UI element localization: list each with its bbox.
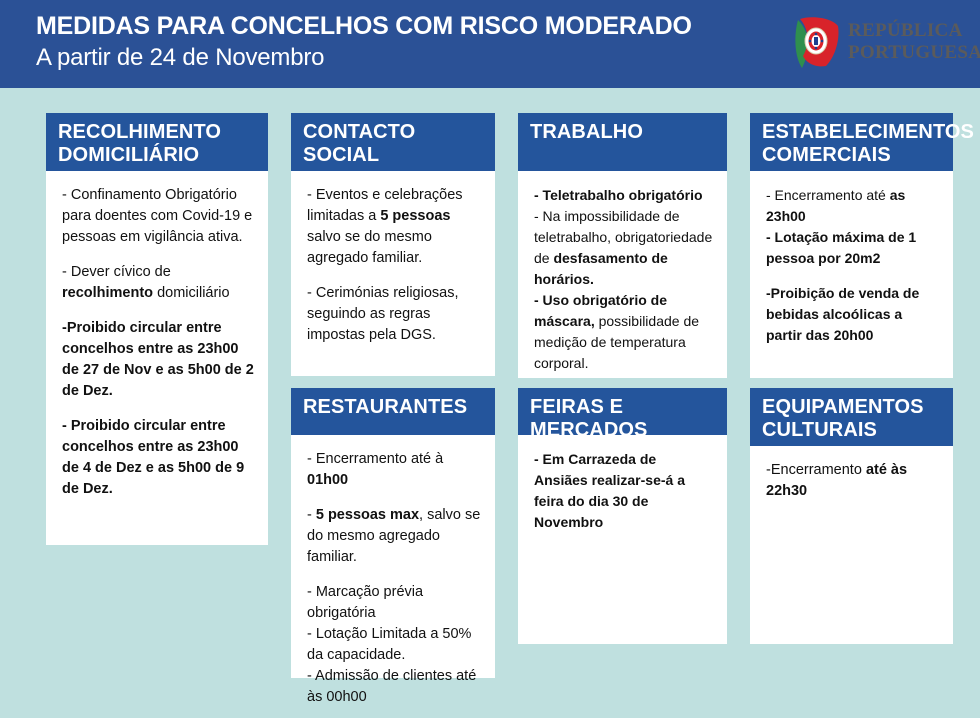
page-subtitle: A partir de 24 de Novembro	[36, 44, 325, 71]
card-equipamentos-culturais: EQUIPAMENTOS CULTURAIS -Encerramento até…	[750, 388, 953, 644]
card-contacto-title-line2: SOCIAL	[303, 144, 380, 166]
page-title: MEDIDAS PARA CONCELHOS COM RISCO MODERAD…	[36, 12, 692, 40]
contacto-item-2: - Cerimónias religiosas, seguindo as reg…	[307, 285, 459, 343]
recolhimento-item-2-a: - Dever cívico de	[62, 264, 171, 280]
restaurantes-item-3: - Marcação prévia obrigatória	[307, 584, 424, 621]
estabelecimentos-item-2-text: - Lotação máxima de 1 pessoa por 20m2	[766, 229, 917, 266]
feiras-item-1-text: - Em Carrazeda de Ansiães realizar-se-á …	[534, 451, 685, 530]
restaurantes-item-2: - 5 pessoas max, salvo se do mesmo agreg…	[307, 505, 481, 568]
contacto-item-1-a: - Eventos e celebrações limitadas a	[307, 187, 463, 224]
card-estabelecimentos-comerciais: ESTABELECIMENTOS COMERCIAIS - Encerramen…	[750, 113, 974, 378]
estabelecimentos-item-1: - Encerramento até as 23h00	[766, 185, 939, 227]
estabelecimentos-item-1-a: - Encerramento até	[766, 187, 890, 203]
recolhimento-item-3: -Proibido circular entre concelhos entre…	[62, 318, 254, 402]
contacto-item-1: - Eventos e celebrações limitadas a 5 pe…	[307, 185, 481, 269]
recolhimento-item-3-text: -Proibido circular entre concelhos entre…	[62, 320, 254, 399]
trabalho-item-1-text: - Teletrabalho obrigatório	[534, 187, 703, 203]
trabalho-item-2: - Na impossibilidade de teletrabalho, ob…	[534, 206, 713, 290]
page-header-banner: MEDIDAS PARA CONCELHOS COM RISCO MODERAD…	[0, 0, 980, 88]
recolhimento-item-2: - Dever cívico de recolhimento domiciliá…	[62, 262, 254, 304]
trabalho-item-3-a: - Uso obrigatório de máscara,	[534, 292, 667, 329]
card-recolhimento-title-line1: RECOLHIMENTO	[58, 121, 222, 143]
card-recolhimento-body: - Confinamento Obrigatório para doentes …	[46, 171, 268, 510]
card-estabelecimentos-title-line1: ESTABELECIMENTOS	[762, 121, 974, 143]
republica-portuguesa-logo: REPÚBLICA PORTUGUESA	[792, 14, 980, 74]
card-equipamentos-title-line1: EQUIPAMENTOS	[762, 396, 924, 418]
card-contacto-header: CONTACTO SOCIAL	[291, 113, 495, 171]
card-feiras-e-mercados: FEIRAS E MERCADOS - Em Carrazeda de Ansi…	[518, 388, 727, 644]
trabalho-item-2-b: desfasamento de horários.	[534, 250, 668, 287]
card-equipamentos-title-line2: CULTURAIS	[762, 419, 877, 441]
restaurantes-item-1-b: 01h00	[307, 472, 349, 488]
card-restaurantes-body: - Encerramento até à 01h00 - 5 pessoas m…	[291, 435, 495, 718]
card-restaurantes-header: RESTAURANTES	[291, 388, 495, 435]
recolhimento-item-4-text: - Proibido circular entre concelhos entr…	[62, 418, 245, 497]
recolhimento-item-1: - Confinamento Obrigatório para doentes …	[62, 187, 253, 245]
card-estabelecimentos-header: ESTABELECIMENTOS COMERCIAIS	[750, 113, 974, 171]
trabalho-item-3: - Uso obrigatório de máscara, possibilid…	[534, 290, 713, 374]
restaurantes-item-4: - Lotação Limitada a 50% da capacidade.	[307, 626, 472, 663]
feiras-item-1: - Em Carrazeda de Ansiães realizar-se-á …	[534, 449, 713, 533]
card-recolhimento-header: RECOLHIMENTO DOMICILIÁRIO	[46, 113, 268, 171]
trabalho-item-3-b: possibilidade de medição de temperatura …	[534, 313, 700, 371]
contacto-item-1-b: 5 pessoas	[380, 208, 451, 224]
card-recolhimento-title-line2: DOMICILIÁRIO	[58, 144, 200, 166]
card-restaurantes-title: RESTAURANTES	[303, 396, 468, 418]
logo-wordmark: REPÚBLICA PORTUGUESA	[848, 20, 980, 64]
estabelecimentos-item-3: -Proibição de venda de bebidas alcoólica…	[766, 283, 939, 346]
restaurantes-item-2-c: , salvo se do mesmo agregado familiar.	[307, 507, 481, 565]
restaurantes-item-2-b: 5 pessoas max	[315, 507, 420, 523]
card-contacto-title-line1: CONTACTO	[303, 121, 416, 143]
estabelecimentos-item-1-b: as 23h00	[766, 187, 906, 224]
logo-text-line1: REPÚBLICA	[848, 20, 963, 41]
contacto-item-1-c: salvo se do mesmo agregado familiar.	[307, 229, 432, 266]
card-estabelecimentos-title-line2: COMERCIAIS	[762, 144, 891, 166]
equipamentos-item-1-b: até às 22h30	[766, 462, 908, 499]
estabelecimentos-item-3-text: -Proibição de venda de bebidas alcoólica…	[766, 285, 920, 343]
recolhimento-item-2-c: domiciliário	[153, 285, 230, 301]
card-trabalho-title: TRABALHO	[530, 121, 644, 143]
card-feiras-title: FEIRAS E MERCADOS	[530, 396, 648, 441]
card-trabalho: TRABALHO - Teletrabalho obrigatório - Na…	[518, 113, 727, 378]
portugal-shield-icon	[795, 17, 839, 68]
restaurantes-item-1-a: - Encerramento até à	[307, 451, 444, 467]
card-estabelecimentos-body: - Encerramento até as 23h00 - Lotação má…	[750, 171, 953, 356]
estabelecimentos-item-2: - Lotação máxima de 1 pessoa por 20m2	[766, 227, 939, 269]
card-trabalho-header: TRABALHO	[518, 113, 727, 171]
card-contacto-social: CONTACTO SOCIAL - Eventos e celebrações …	[291, 113, 495, 376]
recolhimento-item-2-b: recolhimento	[62, 285, 154, 301]
card-feiras-header: FEIRAS E MERCADOS	[518, 388, 727, 441]
card-contacto-body: - Eventos e celebrações limitadas a 5 pe…	[291, 171, 495, 356]
logo-text-line2: PORTUGUESA	[848, 42, 980, 63]
trabalho-item-2-a: - Na impossibilidade de teletrabalho, ob…	[534, 208, 713, 266]
trabalho-item-1: - Teletrabalho obrigatório	[534, 185, 713, 206]
card-restaurantes: RESTAURANTES - Encerramento até à 01h00 …	[291, 388, 495, 705]
equipamentos-item-1: -Encerramento até às 22h30	[766, 460, 939, 502]
restaurantes-item-1: - Encerramento até à 01h00	[307, 449, 481, 491]
restaurantes-item-5: - Admissão de clientes até às 00h00	[307, 668, 477, 705]
card-trabalho-body: - Teletrabalho obrigatório - Na impossib…	[518, 171, 727, 384]
card-equipamentos-body: -Encerramento até às 22h30	[750, 446, 953, 512]
card-recolhimento-domiciliario: RECOLHIMENTO DOMICILIÁRIO - Confinamento…	[46, 113, 268, 545]
card-equipamentos-header: EQUIPAMENTOS CULTURAIS	[750, 388, 953, 446]
card-feiras-body: - Em Carrazeda de Ansiães realizar-se-á …	[518, 435, 727, 543]
recolhimento-item-4: - Proibido circular entre concelhos entr…	[62, 416, 254, 500]
restaurantes-item-2-a: -	[307, 507, 316, 523]
equipamentos-item-1-a: -Encerramento	[766, 462, 866, 478]
